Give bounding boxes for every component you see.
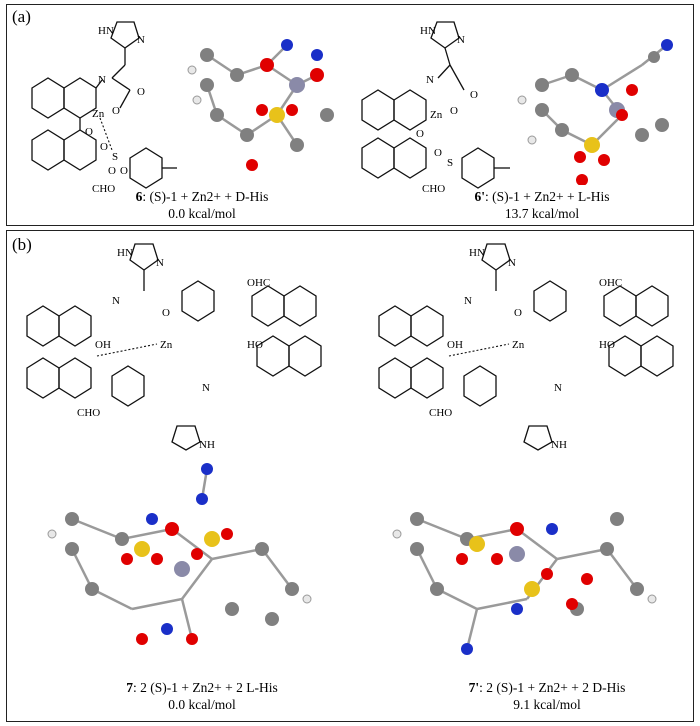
svg-text:Zn: Zn bbox=[512, 339, 525, 351]
svg-text:O: O bbox=[137, 86, 145, 98]
panel-b: (b) HN N N O OH CHO Zn OHC HO N NH HN N … bbox=[6, 230, 694, 722]
caption-6: 6: (S)-1 + Zn2+ + D-His 0.0 kcal/mol bbox=[117, 188, 287, 222]
svg-text:S: S bbox=[447, 157, 453, 169]
svg-text:O: O bbox=[514, 307, 522, 319]
svg-text:CHO: CHO bbox=[422, 183, 445, 195]
structure-6-3d bbox=[187, 39, 334, 171]
svg-text:N: N bbox=[112, 295, 120, 307]
svg-text:O: O bbox=[470, 89, 478, 101]
structure-7-3d bbox=[47, 463, 312, 645]
energy-7p: 9.1 kcal/mol bbox=[513, 697, 581, 712]
structure-7p-3d bbox=[392, 512, 657, 655]
svg-text:OHC: OHC bbox=[247, 277, 270, 289]
svg-text:CHO: CHO bbox=[92, 183, 115, 195]
svg-text:N: N bbox=[426, 74, 434, 86]
svg-text:O: O bbox=[120, 165, 128, 177]
svg-text:N: N bbox=[156, 257, 164, 269]
caption-7: 7: 2 (S)-1 + Zn2+ + 2 L-His 0.0 kcal/mol bbox=[102, 679, 302, 713]
svg-text:O: O bbox=[108, 165, 116, 177]
structure-6-2d: HN N N O O Zn O O S O O CHO bbox=[31, 21, 177, 195]
svg-text:N: N bbox=[137, 34, 145, 46]
svg-text:HN: HN bbox=[469, 247, 485, 259]
svg-text:OH: OH bbox=[95, 339, 111, 351]
svg-text:O: O bbox=[416, 128, 424, 140]
svg-text:OHC: OHC bbox=[599, 277, 622, 289]
svg-text:HO: HO bbox=[247, 339, 263, 351]
panel-a-label: (a) bbox=[12, 7, 31, 26]
structure-6p-2d: HN N N O O Zn O O S CHO bbox=[361, 21, 510, 195]
energy-7: 0.0 kcal/mol bbox=[168, 697, 236, 712]
svg-text:N: N bbox=[457, 34, 465, 46]
panel-a: (a) HN N N O O Zn O O S O O CHO bbox=[6, 4, 694, 226]
svg-text:NH: NH bbox=[551, 439, 567, 451]
svg-text:O: O bbox=[100, 141, 108, 153]
svg-text:HO: HO bbox=[599, 339, 615, 351]
caption-6p: 6': (S)-1 + Zn2+ + L-His 13.7 kcal/mol bbox=[457, 188, 627, 222]
svg-text:HN: HN bbox=[420, 25, 436, 37]
svg-text:O: O bbox=[85, 126, 93, 138]
svg-text:O: O bbox=[450, 105, 458, 117]
panel-b-label: (b) bbox=[12, 235, 32, 254]
svg-text:HN: HN bbox=[98, 25, 114, 37]
svg-text:CHO: CHO bbox=[77, 407, 100, 419]
structure-7p-2d: HN N N O OH CHO Zn OHC HO N NH bbox=[378, 243, 674, 451]
caption-7p: 7': 2 (S)-1 + Zn2+ + 2 D-His 9.1 kcal/mo… bbox=[447, 679, 647, 713]
svg-text:O: O bbox=[162, 307, 170, 319]
svg-text:CHO: CHO bbox=[429, 407, 452, 419]
svg-text:Zn: Zn bbox=[430, 109, 443, 121]
energy-6p: 13.7 kcal/mol bbox=[504, 206, 580, 221]
svg-text:O: O bbox=[112, 105, 120, 117]
structure-6p-3d bbox=[517, 39, 673, 185]
energy-6: 0.0 kcal/mol bbox=[168, 206, 236, 221]
svg-text:Zn: Zn bbox=[160, 339, 173, 351]
svg-text:NH: NH bbox=[199, 439, 215, 451]
svg-text:N: N bbox=[554, 382, 562, 394]
svg-text:N: N bbox=[464, 295, 472, 307]
structure-7-2d: HN N N O OH CHO Zn OHC HO N NH bbox=[26, 243, 322, 451]
svg-text:O: O bbox=[434, 147, 442, 159]
svg-text:HN: HN bbox=[117, 247, 133, 259]
svg-text:S: S bbox=[112, 151, 118, 163]
svg-text:N: N bbox=[202, 382, 210, 394]
svg-text:OH: OH bbox=[447, 339, 463, 351]
svg-text:Zn: Zn bbox=[92, 108, 105, 120]
svg-text:N: N bbox=[508, 257, 516, 269]
